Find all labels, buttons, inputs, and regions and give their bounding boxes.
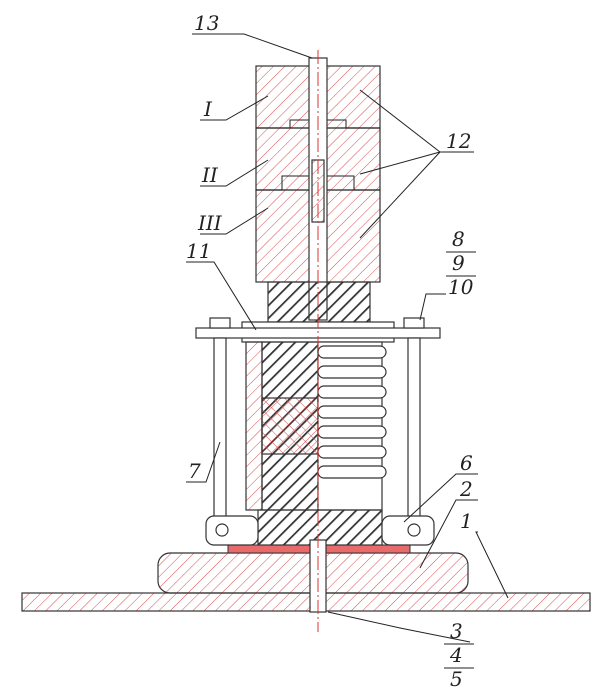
pin-right <box>407 523 421 537</box>
bolt-left <box>213 337 227 539</box>
callout-III: III <box>197 211 223 235</box>
callout-12: 12 <box>446 129 471 153</box>
callout-II: II <box>201 163 219 187</box>
column-cross-zone <box>261 397 319 455</box>
callout-4: 4 <box>449 643 463 667</box>
column-left-ribs <box>245 341 263 511</box>
callout-3: 3 <box>450 619 463 643</box>
callout-5: 5 <box>450 667 463 691</box>
callout-11: 11 <box>186 239 211 263</box>
insulator-ribs <box>317 345 387 479</box>
leader-lines <box>186 33 509 643</box>
callout-9: 9 <box>452 251 465 275</box>
callout-13: 13 <box>194 11 219 35</box>
base-plate <box>21 592 591 612</box>
upper-column <box>267 281 371 323</box>
callout-1: 1 <box>460 509 473 533</box>
callout-I: I <box>203 97 213 121</box>
callout-8: 8 <box>452 227 465 251</box>
lower-sleeve <box>257 509 383 546</box>
bolt-right <box>407 337 421 539</box>
callout-7: 7 <box>188 459 201 483</box>
pin-left <box>215 523 229 537</box>
callout-10: 10 <box>448 275 474 299</box>
nut-left <box>209 317 231 329</box>
nut-right <box>403 317 425 329</box>
callout-2: 2 <box>459 477 473 501</box>
lug-left <box>205 515 259 546</box>
callout-6: 6 <box>460 451 473 475</box>
